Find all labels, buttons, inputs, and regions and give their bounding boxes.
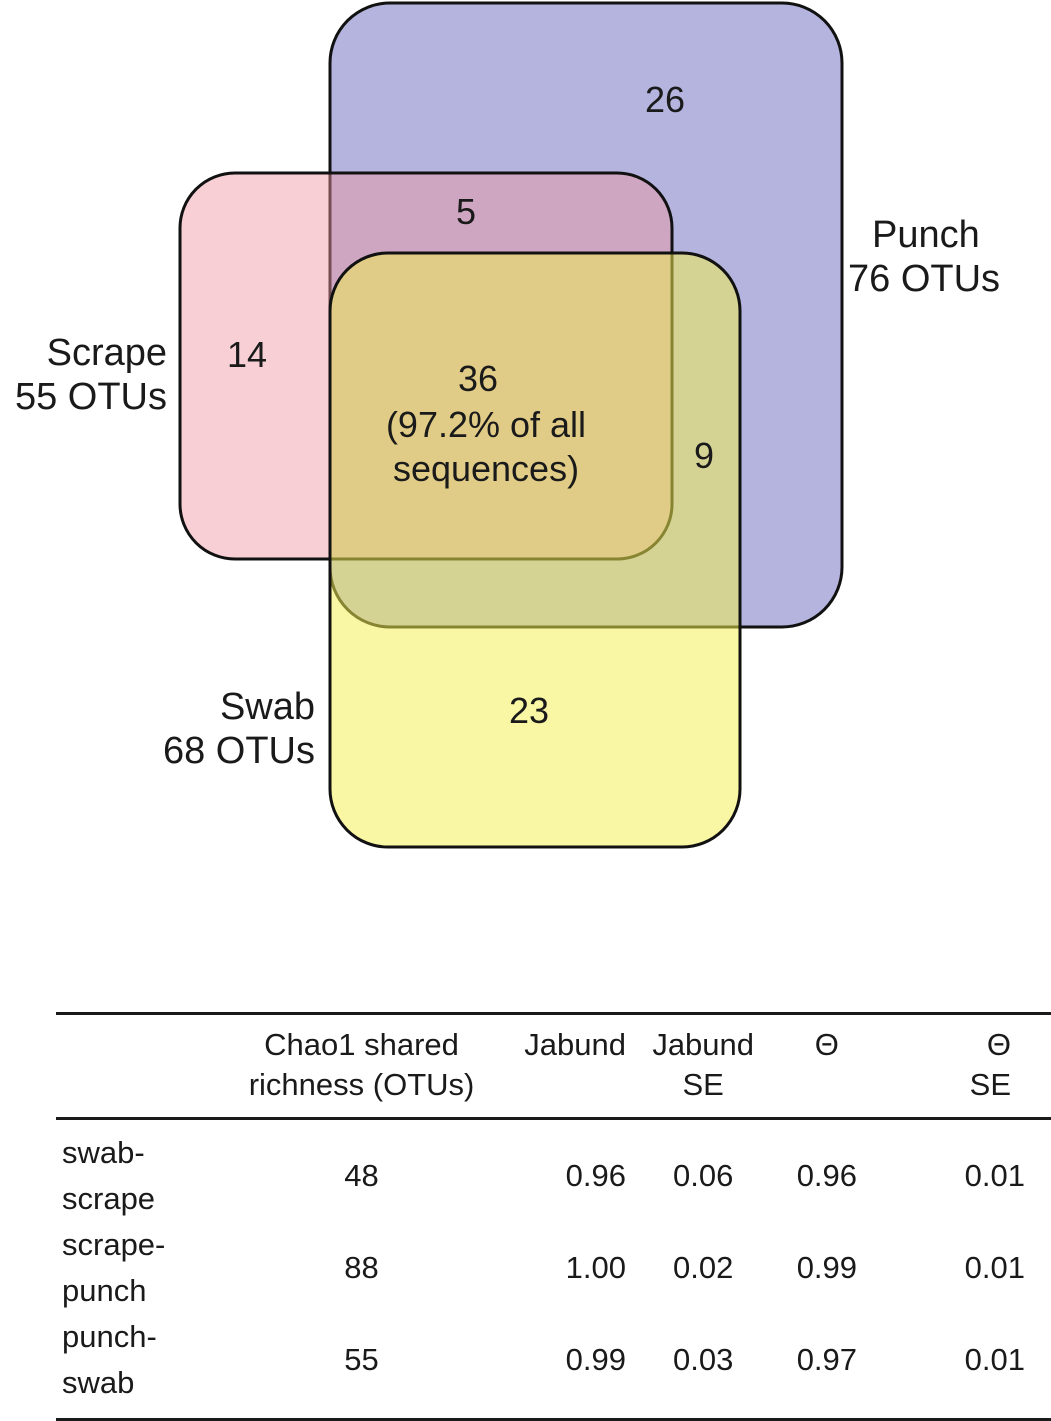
overlap-statistics-table: Chao1 shared richness (OTUs) Jabund Jabu…	[56, 1012, 1051, 1421]
swab-set-label: Swab 68 OTUs	[163, 685, 315, 773]
cell-chao1: 88	[344, 1250, 379, 1285]
cell-theta-se: 0.01	[964, 1158, 1025, 1193]
region-punch-only: 26	[645, 79, 685, 120]
cell-jabund: 0.99	[499, 1314, 640, 1421]
header-jabund: Jabund	[500, 1014, 640, 1119]
punch-set-count: 76 OTUs	[848, 258, 1001, 300]
cell-theta: 0.96	[796, 1158, 858, 1193]
punch-set-label: Punch 76 OTUs	[848, 213, 1000, 301]
region-punch-swab: 9	[694, 435, 714, 476]
header-jabund-se-line2: SE	[682, 1067, 724, 1102]
punch-set-name: Punch	[872, 214, 980, 256]
header-jabund-text: Jabund	[524, 1027, 626, 1062]
cell-chao1: 55	[223, 1314, 500, 1421]
region-all-three: 36	[458, 358, 498, 399]
table-row: swab-scrape 48 0.96 0.06 0.96 0.01	[56, 1119, 1051, 1223]
region-all-three-note: (97.2% of all	[386, 404, 586, 445]
cell-pair: swab-scrape	[62, 1135, 156, 1216]
header-theta-text: Θ	[814, 1027, 839, 1062]
swab-set-name: Swab	[219, 686, 315, 728]
cell-jabund-se: 0.03	[640, 1314, 767, 1421]
cell-jabund-se: 0.02	[673, 1250, 734, 1285]
cell-jabund: 0.96	[565, 1158, 626, 1193]
cell-pair: scrape-punch	[62, 1227, 166, 1308]
header-jabund-se: Jabund SE	[640, 1014, 766, 1119]
swab-set	[328, 251, 742, 849]
venn-diagram: 26 5 14 36 (97.2% of all sequences) 9 23	[178, 1, 844, 849]
header-pair	[56, 1014, 223, 1119]
cell-theta-se: 0.01	[964, 1250, 1025, 1285]
scrape-set-name: Scrape	[46, 332, 167, 374]
cell-jabund-se: 0.06	[673, 1158, 734, 1193]
header-theta-se: Θ SE	[887, 1014, 1051, 1119]
region-scrape-only: 14	[227, 334, 267, 375]
scrape-set-count: 55 OTUs	[14, 376, 167, 418]
header-theta: Θ	[766, 1014, 887, 1119]
swab-set-count: 68 OTUs	[162, 730, 315, 772]
cell-pair: punch-swab	[56, 1314, 224, 1421]
cell-theta: 0.97	[766, 1314, 888, 1421]
cell-chao1: 48	[344, 1158, 379, 1193]
header-chao1: Chao1 shared richness (OTUs)	[223, 1014, 499, 1119]
table-row: punch-swab 55 0.99 0.03 0.97 0.01	[56, 1314, 1051, 1421]
cell-theta-se: 0.01	[887, 1314, 1051, 1421]
header-jabund-se-line1: Jabund	[652, 1027, 755, 1062]
region-swab-only: 23	[509, 690, 549, 731]
scrape-set-label: Scrape 55 OTUs	[15, 331, 167, 419]
cell-jabund: 1.00	[565, 1250, 626, 1285]
region-all-three-note: sequences)	[393, 448, 579, 489]
header-chao1-line1: Chao1 shared	[264, 1027, 459, 1062]
region-scrape-punch: 5	[456, 191, 476, 232]
table-row: scrape-punch 88 1.00 0.02 0.99 0.01	[56, 1222, 1051, 1314]
cell-theta: 0.99	[796, 1250, 858, 1285]
header-theta-se-line2: SE	[969, 1067, 1011, 1102]
table-header-row: Chao1 shared richness (OTUs) Jabund Jabu…	[56, 1013, 1051, 1119]
header-chao1-line2: richness (OTUs)	[248, 1067, 475, 1102]
header-theta-se-line1: Θ	[986, 1027, 1011, 1062]
